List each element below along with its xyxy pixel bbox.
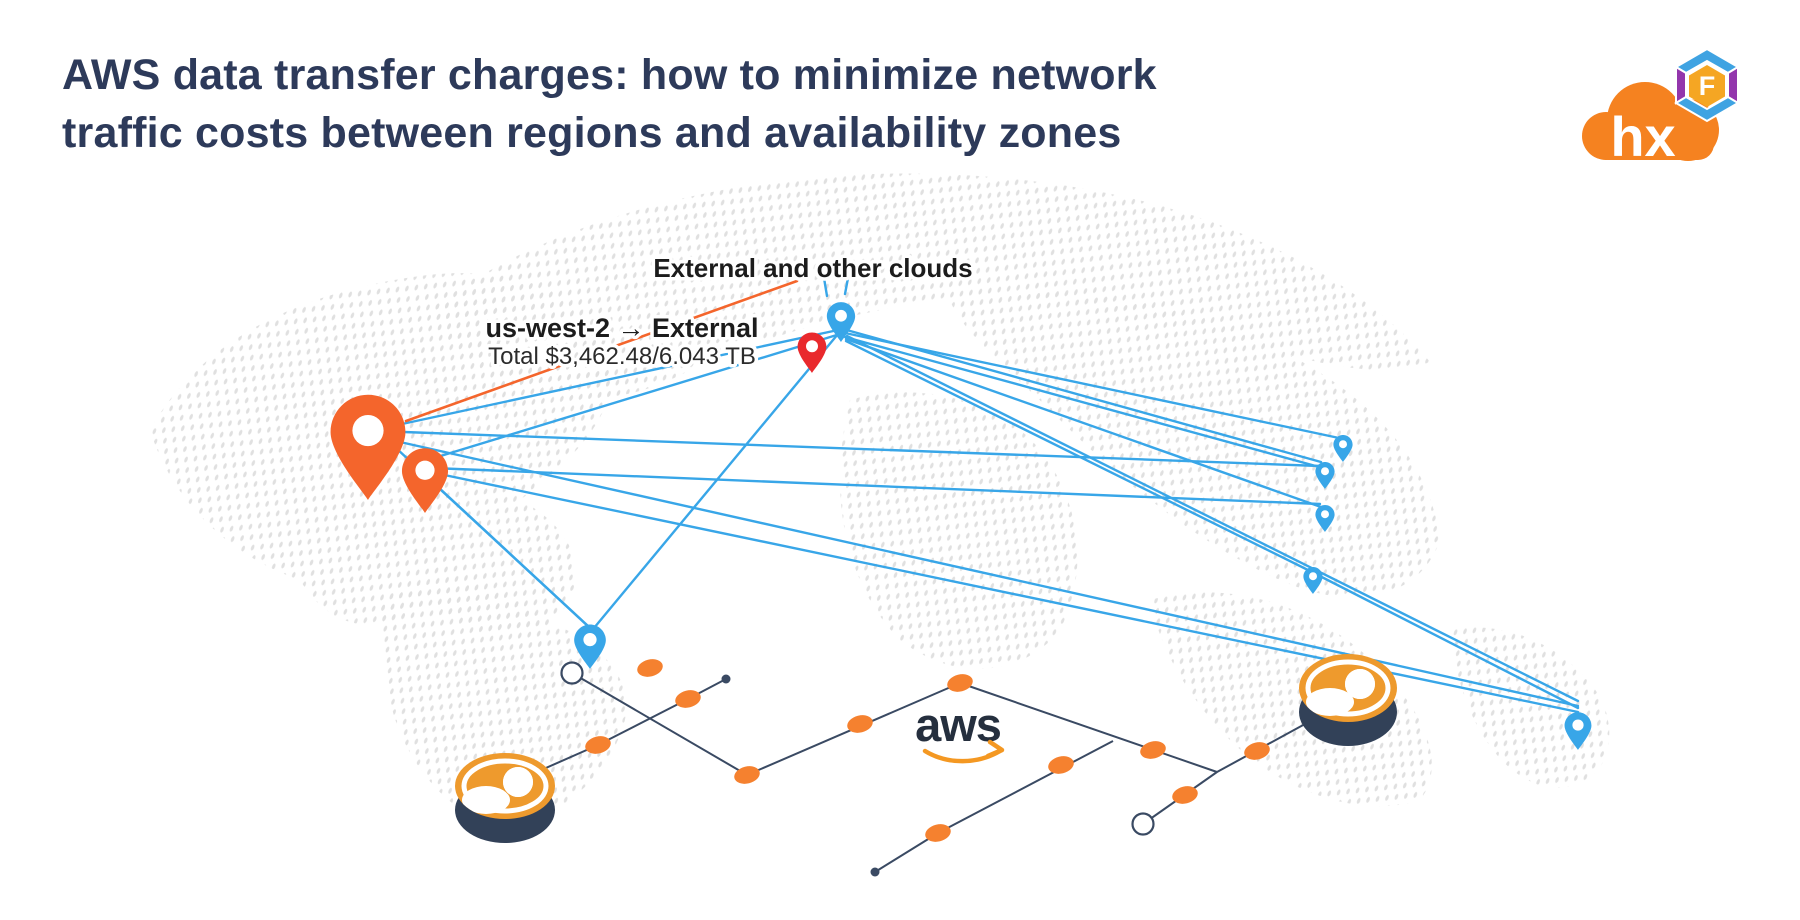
- title-line-1: AWS data transfer charges: how to minimi…: [62, 51, 1157, 99]
- user-disc-icon: [455, 753, 555, 843]
- cloud-icon: [1582, 82, 1719, 161]
- title-line-2: traffic costs between regions and availa…: [62, 109, 1122, 158]
- label-total-cost: Total $3,462.48/6.043 TB: [488, 343, 756, 370]
- route-leader-line: [404, 279, 799, 423]
- hexagon-letter: F: [1699, 71, 1716, 101]
- aws-logo: aws: [915, 698, 1005, 764]
- pin-external-red: [797, 332, 827, 373]
- label-route: us-west-2 → External: [485, 313, 758, 343]
- user-disc-icon: [1299, 654, 1397, 746]
- label-external-clouds: External and other clouds: [653, 253, 972, 283]
- hexagon-icon: [1674, 47, 1740, 123]
- network-nodes-open: [560, 661, 1155, 836]
- aws-logo-text: aws: [915, 698, 1001, 751]
- brand-logo: hx F: [1582, 47, 1740, 168]
- network-nodes-end: [721, 674, 880, 877]
- network-nodes-orange: [585, 659, 1270, 842]
- aws-network-paths: [504, 672, 1306, 873]
- aws-smile-arrowhead: [985, 739, 1005, 759]
- brand-logo-text: hx: [1610, 105, 1675, 168]
- page-title: AWS data transfer charges: how to minimi…: [62, 46, 1322, 162]
